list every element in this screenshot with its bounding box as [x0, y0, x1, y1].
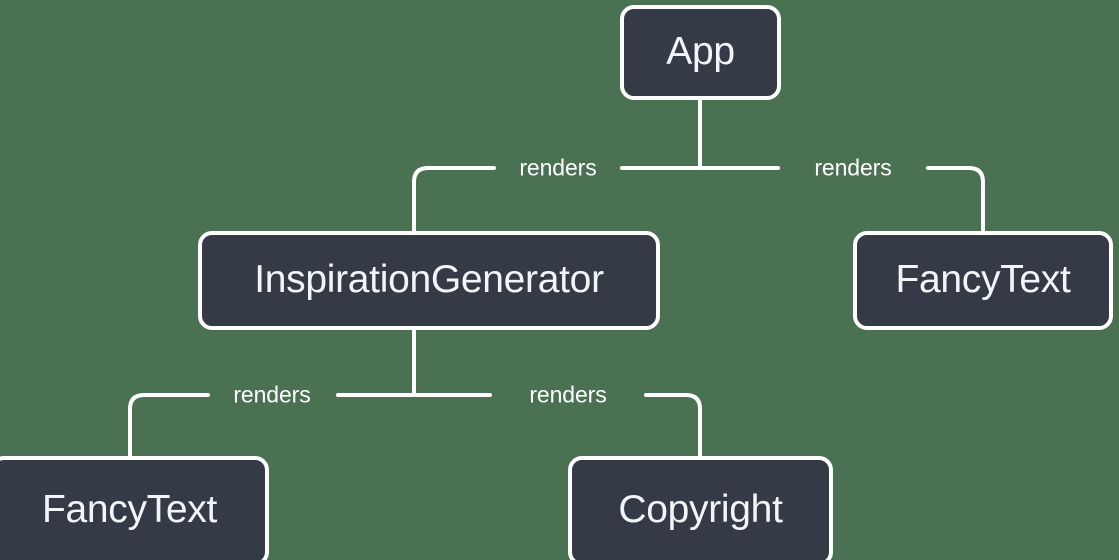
edge-app-to-fancytext-right-seg	[926, 166, 985, 233]
node-fancytext-right[interactable]: FancyText	[853, 231, 1113, 330]
node-app[interactable]: App	[620, 5, 781, 100]
edge-label-app-to-fancytext: renders	[814, 154, 892, 181]
node-inspiration-generator-label: InspirationGenerator	[254, 257, 604, 301]
node-inspiration-generator[interactable]: InspirationGenerator	[198, 231, 660, 330]
edge-inspiration-to-copyright-right-seg	[644, 393, 702, 458]
node-copyright[interactable]: Copyright	[568, 456, 833, 560]
edge-label-inspiration-generator-to-fancytext: renders	[233, 381, 311, 408]
node-fancytext-bottom[interactable]: FancyText	[0, 456, 269, 560]
edge-inspiration-to-fancytext-left-seg	[128, 393, 210, 458]
node-app-label: App	[666, 29, 735, 73]
edge-label-app-to-inspiration-generator: renders	[519, 154, 597, 181]
edge-app-to-inspiration-left-seg	[412, 166, 496, 233]
node-copyright-label: Copyright	[618, 488, 783, 531]
node-fancytext-bottom-label: FancyText	[41, 488, 218, 531]
edge-label-inspiration-generator-to-copyright: renders	[529, 381, 607, 408]
node-fancytext-right-label: FancyText	[895, 257, 1071, 301]
